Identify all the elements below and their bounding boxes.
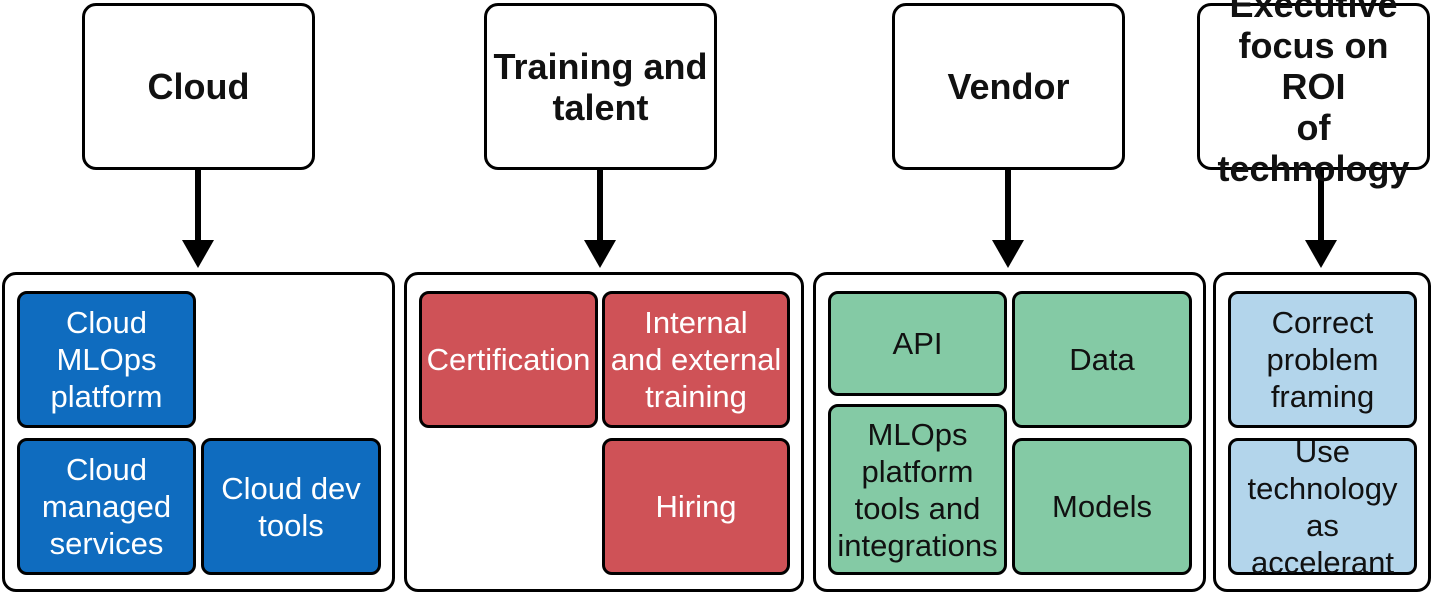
tile-label: Correct problem framing [1266,305,1379,414]
tile-label: MLOps platform tools and integrations [837,416,998,563]
tile-label: Hiring [655,489,737,524]
tile-label: Internal and external training [610,305,782,414]
tile-internal-external-training: Internal and external training [602,291,790,428]
arrow-vendor [992,170,1024,268]
tile-cloud-managed-services: Cloud managed services [17,438,196,575]
header-training-label: Training and talent [493,45,708,128]
tile-label: Cloud dev tools [221,470,361,543]
tile-cloud-mlops-platform: Cloud MLOps platform [17,291,196,428]
tile-label: Cloud MLOps platform [50,305,163,414]
tile-label: Models [1052,489,1152,524]
header-executive: Executive focus on ROI of technology [1197,0,1430,189]
header-vendor: Vendor [892,3,1125,170]
tile-correct-problem-framing: Correct problem framing [1228,291,1417,428]
tile-certification: Certification [419,291,598,428]
tile-hiring: Hiring [602,438,790,575]
header-cloud-label: Cloud [147,66,250,107]
tile-mlops-platform-tools: MLOps platform tools and integrations [828,404,1007,575]
arrow-executive [1305,170,1337,268]
tile-label: Cloud managed services [41,452,172,561]
header-executive-label: Executive focus on ROI of technology [1217,0,1410,189]
header-cloud: Cloud [82,3,315,170]
tile-label: API [892,326,943,361]
tile-data: Data [1012,291,1192,428]
tile-label: Certification [426,342,591,377]
tile-api: API [828,291,1007,396]
arrow-training [584,170,616,268]
header-training: Training and talent [484,3,717,170]
tile-label: Use technology as accelerant [1247,433,1398,580]
tile-cloud-dev-tools: Cloud dev tools [201,438,381,575]
tile-label: Data [1069,342,1135,377]
tile-models: Models [1012,438,1192,575]
arrow-cloud [182,170,214,268]
header-vendor-label: Vendor [947,66,1070,107]
tile-use-technology-accelerant: Use technology as accelerant [1228,434,1417,580]
